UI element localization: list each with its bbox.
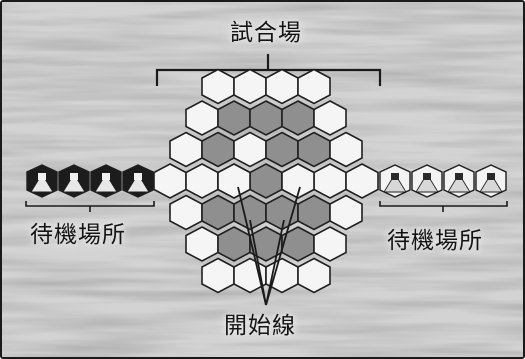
hex-tile [169,194,203,231]
hex-tile [201,68,235,105]
white-piece [475,164,507,198]
waiting-area-left-label: 待機場所 [30,222,126,248]
black-piece [122,164,154,198]
hex-tile [217,226,251,262]
hex-tile [297,131,331,168]
hex-tile [313,163,347,199]
hex-tile [329,131,363,168]
hex-tile [201,131,235,168]
hex-tile [201,257,235,294]
black-piece [58,164,90,198]
black-piece [26,164,58,198]
hex-tile [265,131,299,168]
white-piece [379,164,411,198]
hex-tile [265,68,299,105]
hex-tile [297,68,331,105]
hex-tile [281,100,315,136]
start-line-leaders [237,186,301,306]
start-mark-tile [217,163,251,199]
waiting-pieces [26,164,507,198]
hex-tile [313,226,347,262]
hex-tile [313,100,347,136]
start-mark-tile [281,163,315,199]
hex-tile [297,194,331,231]
white-piece [411,164,443,198]
hex-tile [217,100,251,136]
hex-tile [153,163,187,199]
hex-tile [233,131,267,168]
waiting-area-right-label: 待機場所 [387,228,483,254]
hex-tile [345,163,379,199]
hex-tile [249,163,283,199]
hex-tile [297,257,331,294]
waiting-bracket-right [379,201,508,212]
hex-grid [153,68,379,294]
arena-label: 試合場 [230,20,302,46]
white-piece [443,164,475,198]
hex-tile [185,226,219,262]
hex-tile [249,100,283,136]
hex-tile [201,194,235,231]
hex-tile [233,68,267,105]
start-line-label: 開始線 [224,313,296,339]
hex-tile [185,163,219,199]
arena-bracket [155,54,382,86]
hex-tile [185,100,219,136]
black-piece [90,164,122,198]
hex-tile [329,194,363,231]
hex-tile [169,131,203,168]
waiting-bracket-left [25,201,155,212]
